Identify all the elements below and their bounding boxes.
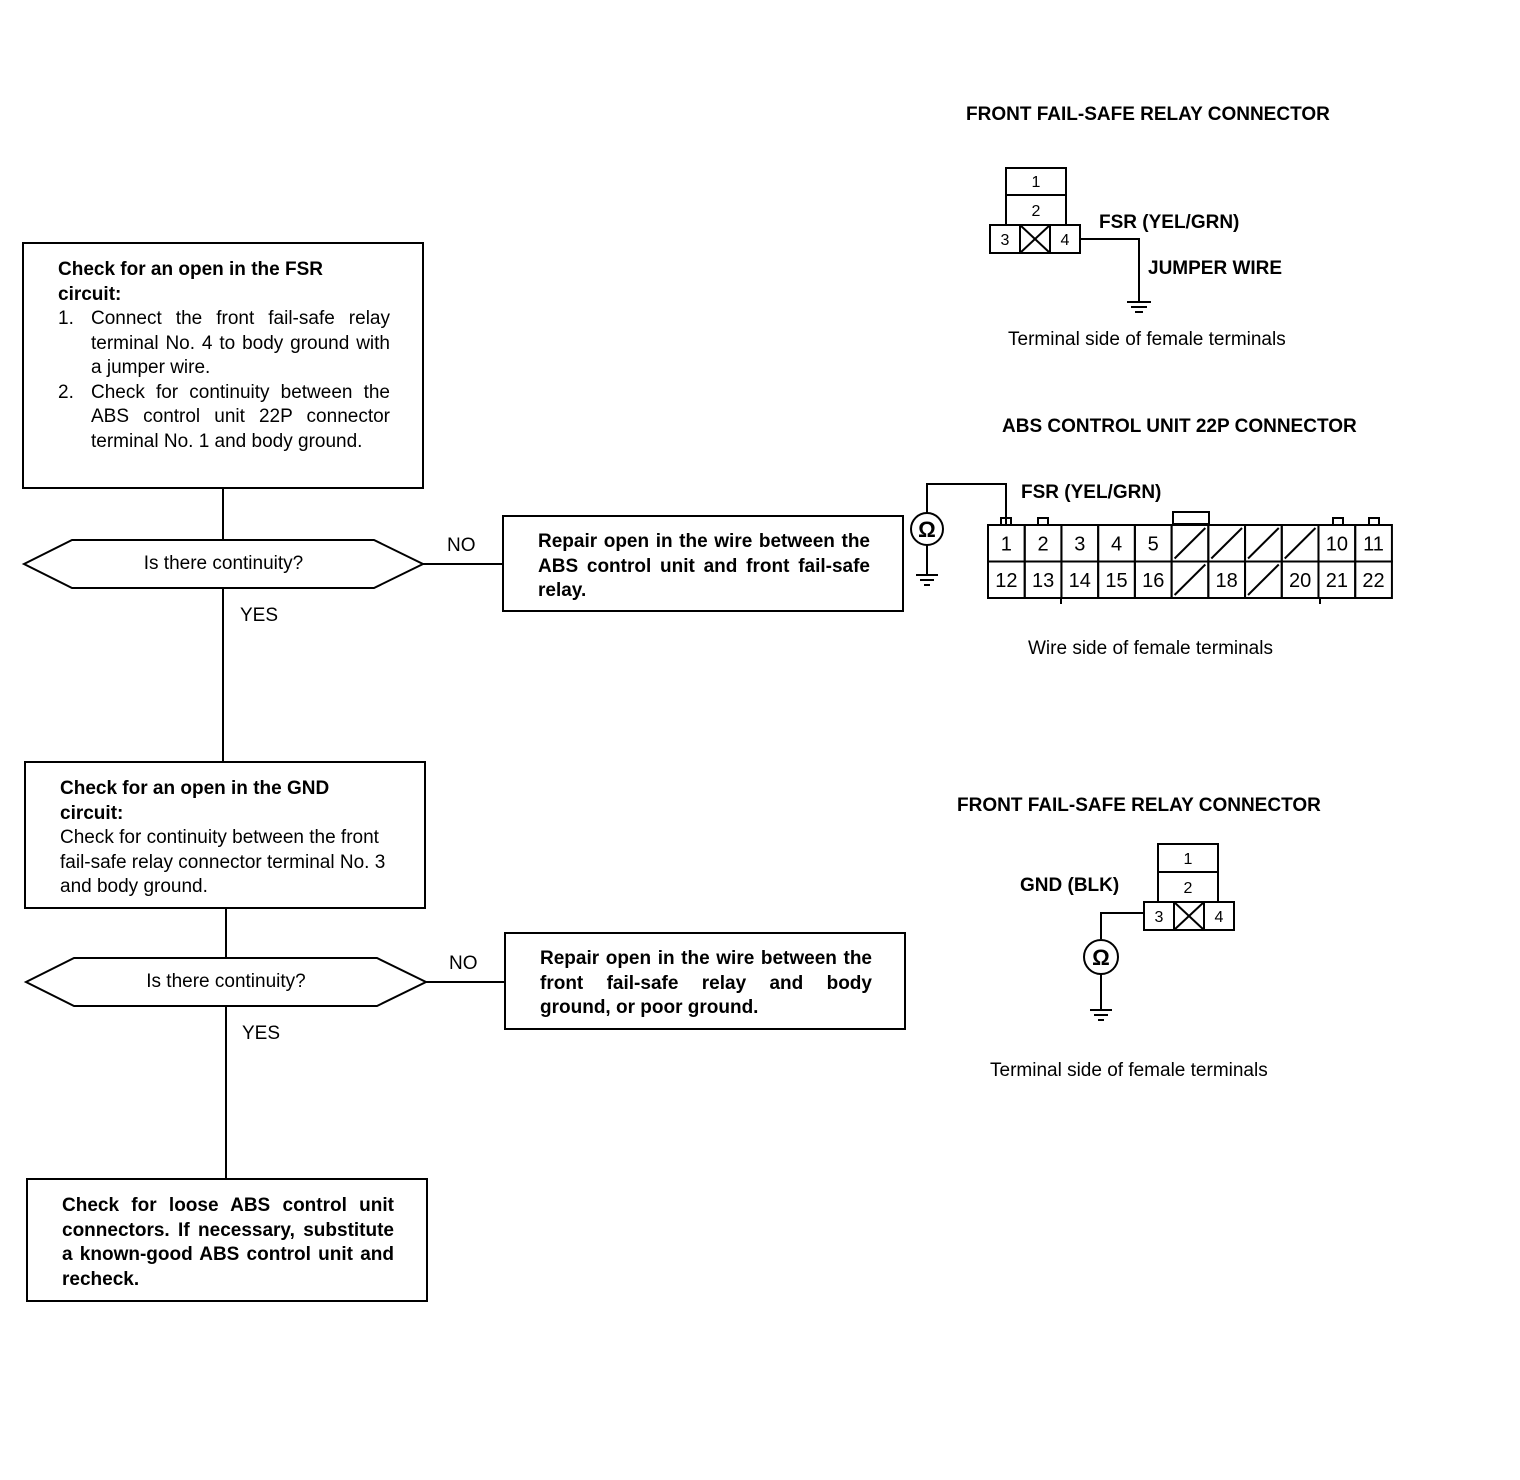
abs-unused-terminal-mark [1247, 563, 1280, 596]
list-item: 1. Connect the front fail-safe relay ter… [58, 308, 390, 378]
ohmmeter-lead [926, 483, 1007, 525]
fsr-connector-title: FRONT FAIL-SAFE RELAY CONNECTOR [966, 104, 1330, 125]
gnd-connector-caption: Terminal side of female terminals [990, 1060, 1268, 1081]
yes2-label: YES [242, 1023, 281, 1044]
abs-terminal-14: 14 [1069, 570, 1091, 592]
abs-unused-terminal-mark [1247, 527, 1280, 560]
gnd-terminal-3: 3 [1155, 909, 1164, 926]
abs-terminal-21: 21 [1326, 570, 1348, 592]
jumper-wire [1080, 238, 1140, 302]
abs-terminal-2: 2 [1038, 533, 1049, 555]
abs-terminal-4: 4 [1111, 533, 1122, 555]
ground-icon [916, 574, 938, 586]
ohm-symbol: Ω [1092, 945, 1110, 970]
repair1-text: Repair open in the wire between the ABS … [538, 531, 870, 601]
gnd-relay-connector [1083, 843, 1235, 1021]
abs-terminal-16: 16 [1142, 570, 1164, 592]
abs-terminal-10: 10 [1326, 533, 1348, 555]
final-check-box: Check for loose ABS control unit connect… [26, 1178, 428, 1302]
abs-terminal-22: 22 [1362, 570, 1384, 592]
repair2-box: Repair open in the wire between the fron… [504, 932, 906, 1030]
abs-terminal-12: 12 [995, 570, 1017, 592]
decision2-text: Is there continuity? [146, 971, 306, 992]
gnd-wire-label: GND (BLK) [1020, 875, 1120, 896]
abs-terminal-1: 1 [1001, 533, 1012, 555]
abs-terminal-3: 3 [1074, 533, 1085, 555]
gnd-terminal-1: 1 [1184, 851, 1193, 868]
abs-connector-title: ABS CONTROL UNIT 22P CONNECTOR [1002, 416, 1357, 437]
no1-label: NO [447, 535, 476, 556]
fsr-check-box: Check for an open in the FSR circuit: 1.… [22, 242, 424, 489]
fsr-check-title: Check for an open in the FSR circuit: [58, 259, 323, 305]
no2-label: NO [449, 953, 478, 974]
fsr-wire-label: FSR (YEL/GRN) [1099, 212, 1240, 233]
abs-terminal-13: 13 [1032, 570, 1054, 592]
fsr-terminal-1: 1 [1032, 174, 1041, 191]
gnd-check-box: Check for an open in the GND circuit: Ch… [24, 761, 426, 909]
gnd-check-title: Check for an open in the GND circuit: [60, 778, 330, 824]
gnd-check-body: Check for continuity between the front f… [60, 827, 386, 897]
ground-icon [1127, 301, 1151, 313]
abs-connector-caption: Wire side of female terminals [1028, 638, 1273, 659]
gnd-ohmmeter-lead [1100, 912, 1144, 939]
yes1-label: YES [240, 605, 279, 626]
gnd-terminal-4: 4 [1215, 909, 1224, 926]
abs-terminal-5: 5 [1148, 533, 1159, 555]
fsr-terminal-4: 4 [1061, 232, 1070, 249]
decision2-shape [23, 957, 429, 1007]
fsr-terminal-2: 2 [1032, 203, 1041, 220]
gnd-terminal-2: 2 [1184, 880, 1193, 897]
abs-unused-terminal-mark [1173, 527, 1207, 560]
abs-terminal-18: 18 [1216, 570, 1238, 592]
abs-terminal-cell [1354, 560, 1393, 599]
list-item: 2. Check for continuity between the ABS … [58, 381, 390, 452]
fsr-terminal-3: 3 [1001, 232, 1010, 249]
abs-terminal-11: 11 [1363, 533, 1384, 555]
fsr-connector-caption: Terminal side of female terminals [1008, 329, 1286, 350]
decision1-shape [21, 539, 426, 589]
fsr-check-steps: 1. Connect the front fail-safe relay ter… [58, 307, 390, 454]
decision1-text: Is there continuity? [143, 553, 304, 574]
ground-icon [1090, 1009, 1112, 1021]
jumper-wire-label: JUMPER WIRE [1148, 258, 1283, 279]
repair2-text: Repair open in the wire between the fron… [540, 948, 872, 1018]
fsr-relay-connector [989, 167, 1151, 313]
abs-unused-terminal-mark [1173, 563, 1207, 596]
abs-unused-terminal-mark [1210, 527, 1243, 560]
repair1-box: Repair open in the wire between the ABS … [502, 515, 904, 612]
ohm-symbol: Ω [918, 517, 936, 542]
gnd-connector-title: FRONT FAIL-SAFE RELAY CONNECTOR [957, 795, 1321, 816]
abs-wire-label: FSR (YEL/GRN) [1021, 482, 1162, 503]
final-check-text: Check for loose ABS control unit connect… [62, 1195, 394, 1290]
abs-terminal-20: 20 [1289, 570, 1311, 592]
abs-unused-terminal-mark [1284, 527, 1317, 560]
abs-terminal-15: 15 [1105, 570, 1127, 592]
